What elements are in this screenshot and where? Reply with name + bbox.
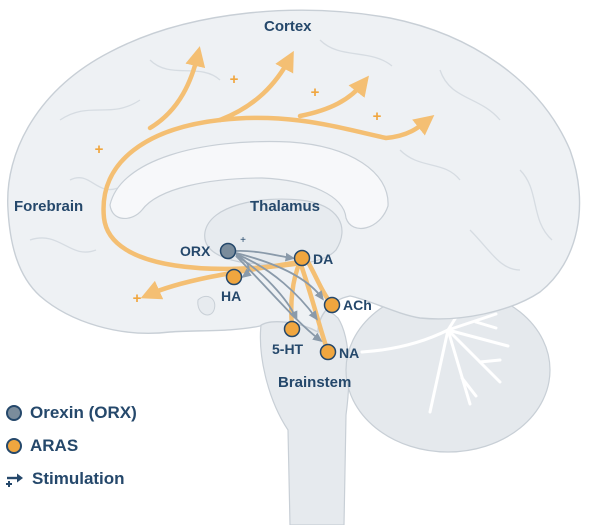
- serotonin-node: [283, 320, 301, 338]
- thalamus-shape: [204, 198, 343, 266]
- orexin-plus-sign: +: [240, 235, 246, 246]
- legend-item-orexin: Orexin (ORX): [6, 403, 137, 423]
- orx-node: [219, 242, 237, 260]
- cortex-label: Cortex: [264, 18, 312, 35]
- ach-label: ACh: [343, 297, 372, 313]
- cortex-branch-2: [217, 50, 294, 123]
- legend-label: ARAS: [30, 436, 79, 455]
- ha-label: HA: [221, 288, 242, 304]
- na-node: [319, 343, 337, 361]
- orexin-projections: [235, 250, 324, 342]
- forebrain-label: Forebrain: [14, 198, 84, 215]
- corpus-callosum: [109, 140, 389, 229]
- pituitary-shape: [197, 295, 216, 316]
- brainstem-label: Brainstem: [278, 374, 352, 391]
- plus-sign: +: [230, 71, 239, 88]
- da-label: DA: [313, 251, 334, 267]
- aras-pathways: [101, 46, 435, 349]
- cortex-pathway: [101, 114, 435, 272]
- grey-circle-icon: [6, 405, 22, 421]
- plus-sign: +: [133, 290, 142, 307]
- legend-item-aras: ARAS: [6, 436, 78, 456]
- brainstem-shape: [259, 303, 350, 525]
- da-node: [293, 249, 311, 267]
- legend-label: Orexin (ORX): [30, 403, 137, 422]
- nuclei: [219, 242, 341, 361]
- orx-label: ORX: [180, 243, 211, 259]
- stimulation-arrow-icon: [6, 473, 23, 487]
- plus-sign: +: [373, 108, 382, 125]
- ach-node: [323, 296, 341, 314]
- legend-label: Stimulation: [32, 469, 125, 488]
- ha-node: [225, 268, 243, 286]
- gyri-lines: [29, 39, 553, 271]
- forebrain-pathway: [140, 259, 303, 300]
- orange-circle-icon: [6, 438, 22, 454]
- legend-item-stimulation: Stimulation: [6, 469, 125, 489]
- plus-sign: +: [95, 141, 104, 158]
- thalamus-label: Thalamus: [250, 198, 321, 215]
- na-pathway: [297, 259, 329, 349]
- na-label: NA: [339, 345, 360, 361]
- serotonin-label: 5-HT: [272, 341, 304, 357]
- plus-sign: +: [311, 84, 320, 101]
- cortex-branch-3: [297, 75, 369, 119]
- cortex-branch-1: [147, 46, 206, 131]
